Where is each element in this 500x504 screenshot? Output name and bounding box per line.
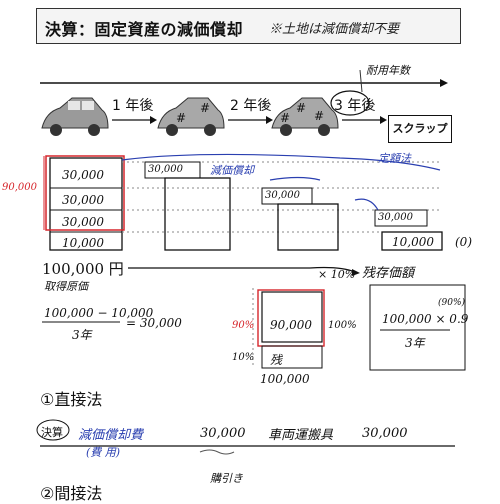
after-1-label: 1 年後	[112, 98, 154, 114]
right-top-pct: (90%)	[438, 298, 466, 308]
after-3-label: 3 年後	[334, 98, 376, 114]
debit-account: 減価償却費	[78, 428, 144, 443]
svg-text:#: #	[280, 111, 290, 125]
formula-result: = 30,000	[126, 316, 182, 330]
method-label: 定額法	[378, 152, 411, 165]
salvage-val: 10,000	[62, 236, 104, 250]
title-box: 決算：固定資産の減価償却 ※土地は減価償却不要	[36, 8, 461, 44]
formula-denominator: 3年	[72, 328, 92, 342]
right-numerator: 100,000 × 0.9	[382, 312, 469, 326]
final-paren: (0)	[455, 235, 472, 249]
scrap-box: スクラップ	[388, 115, 452, 143]
svg-text:#: #	[176, 111, 186, 125]
box-val-2: 30,000	[62, 193, 104, 207]
debit-sub: (費 用)	[86, 446, 121, 459]
ten-percent: × 10%	[318, 268, 356, 281]
box-val-3: 30,000	[62, 215, 104, 229]
kessan-label: 決算	[41, 426, 63, 439]
box-90: 90,000	[270, 318, 312, 332]
svg-text:#: #	[200, 101, 210, 115]
bottom-note: 購引き	[210, 472, 243, 485]
credit-account: 車両運搬具	[268, 428, 334, 443]
car-icon-3: # # #	[271, 97, 339, 136]
right-denominator: 3年	[405, 336, 425, 350]
residual-label: 残存価額	[362, 266, 415, 281]
debit-amount: 30,000	[200, 426, 246, 441]
pct-100: 100%	[328, 320, 357, 331]
step1-val: 30,000	[148, 164, 183, 175]
original-cost: 100,000 円	[42, 260, 124, 278]
below-total: 100,000	[260, 372, 310, 386]
land-note: ※土地は減価償却不要	[269, 22, 400, 37]
direct-method: ①直接法	[40, 390, 103, 409]
left-sum: 90,000	[2, 182, 37, 193]
pct-10: 10%	[232, 352, 255, 363]
svg-text:#: #	[314, 109, 324, 123]
box-10: 残	[270, 353, 283, 367]
pct-90: 90%	[232, 320, 255, 331]
final-val: 10,000	[392, 235, 434, 249]
car-icon-1	[41, 97, 109, 136]
car-icon-2: ##	[157, 97, 225, 136]
box-val-1: 30,000	[62, 168, 104, 182]
step2-val: 30,000	[265, 190, 300, 201]
credit-amount: 30,000	[362, 426, 408, 441]
page-title: 決算：固定資産の減価償却	[45, 20, 244, 39]
indirect-method: ②間接法	[40, 484, 103, 503]
depreciation-label: 減価償却	[210, 164, 254, 177]
after-2-label: 2 年後	[230, 98, 272, 114]
original-cost-label: 取得原価	[44, 280, 88, 293]
formula-numerator: 100,000 − 10,000	[44, 306, 154, 320]
step3-val: 30,000	[378, 212, 413, 223]
useful-life-label: 耐用年数	[366, 64, 410, 77]
svg-text:#: #	[296, 101, 306, 115]
